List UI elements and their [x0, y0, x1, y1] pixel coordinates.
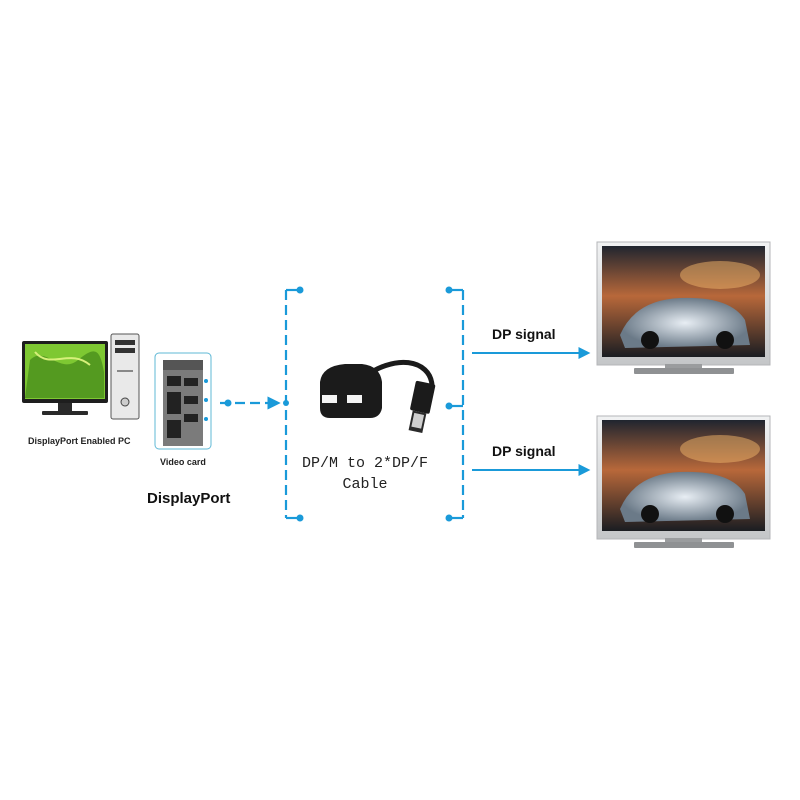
cable-label-line1: DP/M to 2*DP/F	[301, 455, 429, 472]
pc-monitor	[22, 341, 108, 415]
pc-label: DisplayPort Enabled PC	[28, 436, 131, 446]
tv-bottom	[596, 415, 771, 548]
video-card-label: Video card	[160, 457, 206, 467]
interface-label: DisplayPort	[147, 490, 231, 507]
left-bracket	[283, 286, 304, 522]
pc-tower	[110, 333, 140, 420]
cable-label: DP/M to 2*DP/F Cable	[285, 453, 445, 495]
splitter-cable	[320, 359, 436, 433]
dp-signal-label-top: DP signal	[492, 326, 556, 342]
input-connector	[220, 396, 281, 410]
tv-top	[596, 241, 771, 374]
video-card	[154, 352, 212, 450]
cable-label-line2: Cable	[342, 476, 388, 493]
dp-signal-label-bottom: DP signal	[492, 443, 556, 459]
right-bracket	[445, 286, 465, 522]
